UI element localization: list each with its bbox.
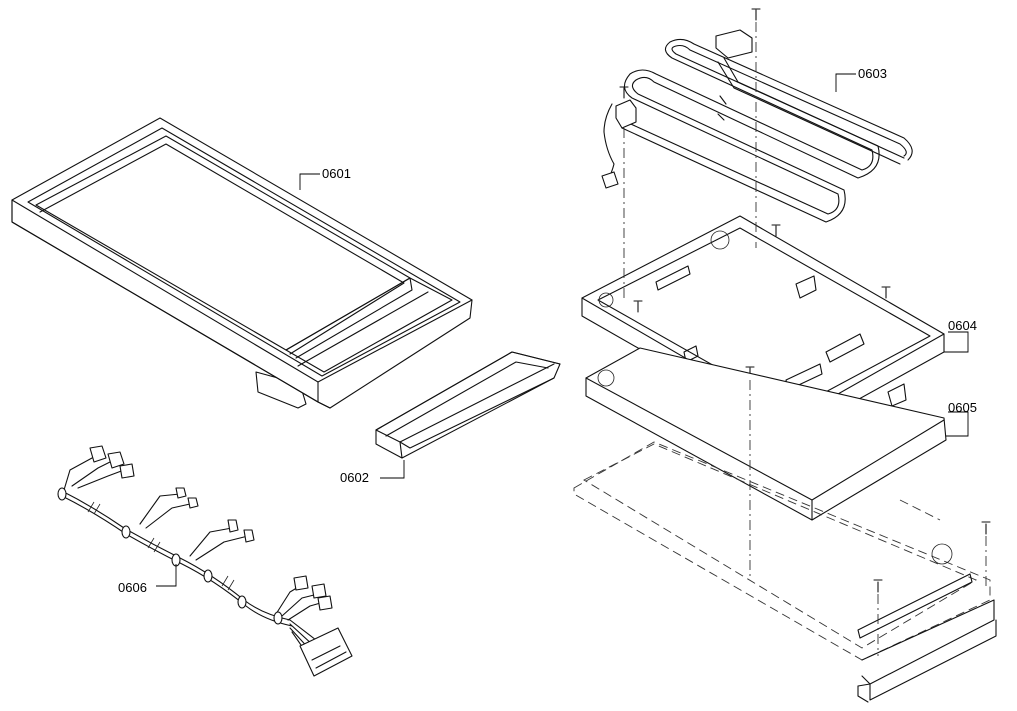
label-0606: 0606 bbox=[118, 580, 147, 595]
callout-0603: 0603 bbox=[835, 66, 887, 92]
label-0603: 0603 bbox=[858, 66, 887, 81]
part-0605-insulation bbox=[585, 347, 947, 521]
part-0606-wiring-harness bbox=[57, 445, 353, 677]
base-frame-outline bbox=[573, 441, 997, 703]
label-0601: 0601 bbox=[322, 166, 351, 181]
label-0605: 0605 bbox=[948, 400, 977, 415]
label-0604: 0604 bbox=[948, 318, 977, 333]
callout-0604: 0604 bbox=[944, 318, 977, 353]
callout-0602: 0602 bbox=[340, 460, 405, 485]
callout-0606: 0606 bbox=[118, 564, 177, 595]
assembly-center-lines bbox=[623, 22, 987, 656]
callout-0605: 0605 bbox=[946, 400, 977, 437]
part-0602-drip-trough bbox=[375, 351, 561, 459]
part-0603-heating-element bbox=[601, 8, 913, 223]
callout-0601: 0601 bbox=[299, 166, 351, 190]
label-0602: 0602 bbox=[340, 470, 369, 485]
part-0601-griddle-tray bbox=[11, 117, 473, 409]
